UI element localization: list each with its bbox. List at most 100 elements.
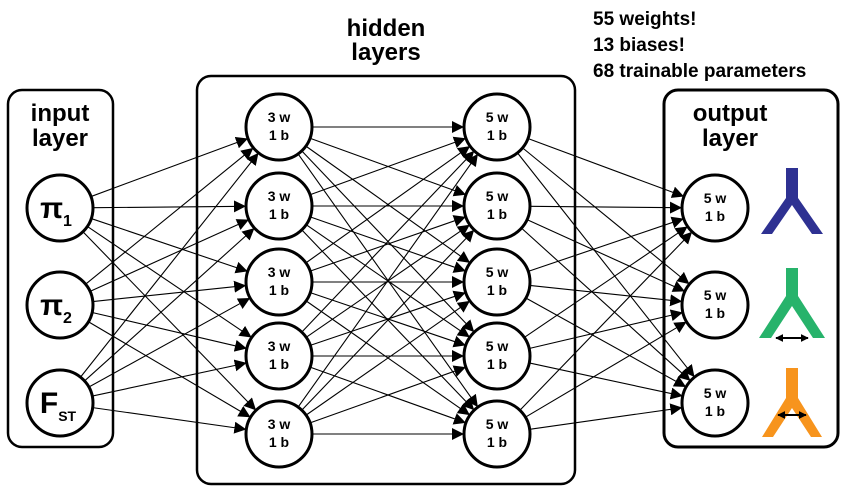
edge-hidden1-to-hidden2 (310, 290, 466, 346)
hidden1-node: 3 w 1 b (244, 399, 314, 469)
edge-hidden2-to-output (526, 219, 685, 292)
output-node: 5 w 1 b (680, 173, 750, 243)
edge-hidden2-to-output (529, 362, 683, 400)
edge-input-to-hidden1 (85, 147, 254, 285)
edge-hidden1-to-hidden2 (305, 146, 471, 264)
edge-hidden2-to-output (523, 226, 688, 338)
edge-hidden2-to-output (529, 284, 683, 307)
input-node-subscript: 1 (63, 213, 72, 230)
svg-text:1 b: 1 b (487, 127, 507, 143)
connections (80, 121, 695, 440)
svg-text:3 w: 3 w (268, 416, 291, 432)
edge-hidden1-to-hidden2 (297, 153, 478, 408)
hidden-layers-title: hidden (347, 15, 426, 42)
edge-input-to-hidden1 (87, 226, 252, 338)
output-node: 5 w 1 b (680, 270, 750, 340)
hidden1-node: 3 w 1 b (244, 321, 314, 391)
edge-input-to-hidden1 (84, 228, 255, 382)
svg-text:1 b: 1 b (705, 305, 725, 321)
hidden1-node: 3 w 1 b (244, 171, 314, 241)
edge-hidden1-to-hidden2 (309, 215, 466, 272)
edge-input-to-hidden1 (89, 219, 249, 292)
input-node-symbol: π (40, 289, 63, 322)
tree-icon-no-migration (761, 168, 823, 234)
svg-text:π2: π2 (40, 289, 72, 327)
svg-text:5 w: 5 w (486, 338, 509, 354)
edge-input-to-hidden1 (92, 407, 247, 434)
svg-text:3 w: 3 w (268, 188, 291, 204)
hidden1-node: 3 w 1 b (244, 92, 314, 162)
input-node-symbol: π (40, 192, 63, 225)
edge-hidden2-to-output (529, 309, 683, 350)
edge-hidden2-to-output (529, 403, 683, 430)
edge-hidden1-to-hidden2 (309, 136, 466, 196)
svg-text:3 w: 3 w (268, 338, 291, 354)
tree-icon-symmetric-migration (759, 268, 825, 342)
input-node-subscript: ST (58, 408, 76, 424)
svg-text:1 b: 1 b (269, 434, 289, 450)
trainable-parameters-count: 68 trainable parameters (593, 61, 806, 82)
svg-text:5 w: 5 w (486, 109, 509, 125)
edge-input-to-hidden1 (90, 136, 249, 198)
svg-text:5 w: 5 w (704, 287, 727, 303)
hidden2-node: 5 w 1 b (462, 399, 532, 469)
tree-icon-asymmetric-migration (762, 368, 822, 437)
svg-text:5 w: 5 w (486, 416, 509, 432)
edge-input-to-hidden1 (88, 321, 251, 418)
hidden2-node: 5 w 1 b (462, 171, 532, 241)
svg-text:1 b: 1 b (487, 356, 507, 372)
svg-text:3 w: 3 w (268, 109, 291, 125)
hidden1-node: 3 w 1 b (244, 247, 314, 317)
input-node-subscript: 2 (63, 310, 72, 327)
input-node-pi1: π1 (25, 173, 95, 243)
input-layer-title: input (31, 100, 90, 127)
svg-text:1 b: 1 b (487, 434, 507, 450)
output-layer-title-line2: layer (702, 125, 758, 152)
edge-hidden1-to-hidden2 (301, 229, 475, 411)
edge-hidden2-to-output (529, 201, 683, 214)
edge-hidden2-to-output (525, 297, 687, 387)
hidden2-node: 5 w 1 b (462, 92, 532, 162)
edge-input-to-hidden1 (91, 218, 248, 274)
svg-text:5 w: 5 w (704, 190, 727, 206)
svg-text:π1: π1 (40, 192, 72, 230)
edge-hidden1-to-hidden2 (305, 300, 470, 416)
edge-hidden2-to-output (517, 152, 695, 378)
svg-text:1 b: 1 b (269, 206, 289, 222)
hidden2-node: 5 w 1 b (462, 321, 532, 391)
input-node-symbol: F (40, 387, 58, 420)
edge-input-to-hidden1 (88, 297, 251, 388)
svg-text:1 b: 1 b (269, 127, 289, 143)
input-node-fst: FST (25, 368, 95, 438)
svg-text:1 b: 1 b (705, 403, 725, 419)
svg-text:1 b: 1 b (705, 208, 725, 224)
edge-hidden2-to-output (519, 231, 693, 411)
biases-count: 13 biases! (593, 35, 685, 56)
output-node: 5 w 1 b (680, 368, 750, 438)
edge-input-to-hidden1 (80, 152, 259, 378)
edge-input-to-hidden1 (92, 359, 247, 397)
edge-hidden1-to-hidden2 (301, 150, 475, 333)
edge-hidden2-to-output (521, 227, 691, 381)
edge-input-to-hidden1 (82, 231, 257, 411)
edge-hidden1-to-hidden2 (309, 365, 466, 424)
svg-text:5 w: 5 w (486, 264, 509, 280)
hidden2-node: 5 w 1 b (462, 247, 532, 317)
svg-text:1 b: 1 b (269, 356, 289, 372)
svg-text:FST: FST (40, 387, 77, 424)
input-node-pi2: π2 (25, 270, 95, 340)
svg-text:3 w: 3 w (268, 264, 291, 280)
edge-hidden2-to-output (527, 137, 685, 198)
edge-input-to-hidden1 (92, 311, 247, 352)
edge-input-to-hidden1 (92, 200, 247, 213)
input-layer-title-line2: layer (32, 125, 88, 152)
svg-text:1 b: 1 b (269, 282, 289, 298)
svg-text:5 w: 5 w (704, 385, 727, 401)
edge-hidden2-to-output (525, 321, 687, 418)
svg-text:5 w: 5 w (486, 188, 509, 204)
edge-hidden2-to-output (522, 147, 690, 285)
output-layer-title: output (693, 100, 768, 127)
weights-count: 55 weights! (593, 9, 696, 30)
hidden-layers-title-line2: layers (351, 39, 420, 66)
